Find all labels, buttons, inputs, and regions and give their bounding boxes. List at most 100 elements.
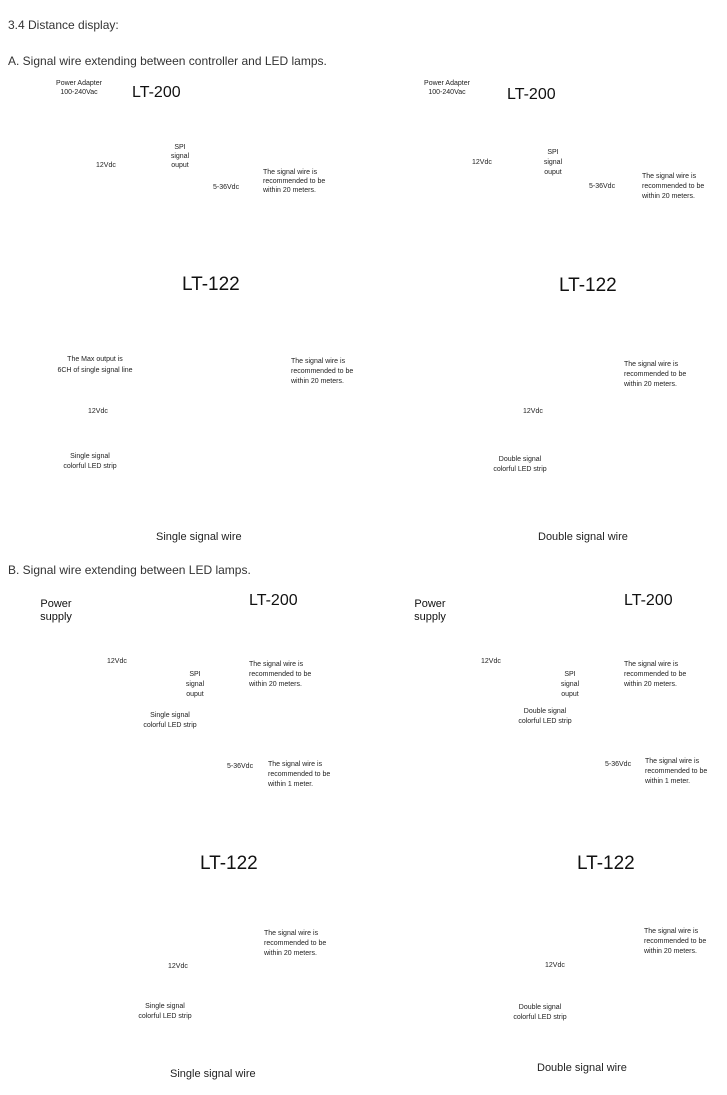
led-chip — [187, 467, 193, 474]
terminal-screw — [596, 815, 600, 819]
input-terminal — [215, 241, 241, 255]
signal-wire — [206, 621, 216, 661]
led-chip — [295, 445, 301, 452]
note-line-2: recommended to be — [642, 183, 705, 190]
continuation-dot — [161, 516, 163, 518]
led-strip — [293, 417, 303, 501]
led-chip — [209, 973, 215, 980]
terminal-screw — [621, 323, 627, 329]
note-line-3: within 20 meters. — [249, 681, 302, 688]
terminal-screw — [185, 323, 191, 329]
power-range-label: 100-240Vac — [428, 89, 466, 96]
led-chip — [295, 467, 301, 474]
led-chip — [209, 689, 215, 696]
terminal-screw — [245, 899, 251, 905]
dimension-arrow — [289, 736, 295, 741]
caption-a-left: Single signal wire — [156, 531, 242, 543]
v12-strip-label: 12Vdc — [168, 963, 188, 970]
strip-label-1: Double signal — [518, 1004, 562, 1011]
continuation-dot — [133, 506, 135, 508]
led-chip — [239, 445, 245, 452]
led-chip — [159, 423, 165, 430]
note-line-1: The signal wire is — [264, 930, 319, 937]
terminal-slot — [578, 609, 590, 621]
terminal-screw — [580, 237, 584, 241]
decoder-title: LT-122 — [182, 274, 240, 295]
terminal-screw — [588, 815, 592, 819]
led-chip — [585, 667, 591, 674]
terminal-screw — [219, 899, 225, 905]
psu-power: Power — [414, 598, 446, 610]
terminal-screw — [212, 815, 216, 819]
terminal-screw — [613, 323, 619, 329]
note-line-3: within 1 meter. — [645, 778, 691, 785]
note-line-2: recommended to be — [264, 940, 327, 947]
rj45-port — [586, 101, 612, 117]
continuation-dot — [587, 750, 589, 752]
led-chip — [295, 423, 301, 430]
terminal-screw — [572, 237, 576, 241]
mains-plug — [9, 621, 23, 633]
terminal-screw — [219, 323, 225, 329]
led-chip — [605, 445, 611, 452]
psu-terminal — [409, 639, 455, 651]
terminal-screw — [411, 642, 417, 648]
ouput-label: ouput — [186, 691, 204, 698]
decoder-title: LT-122 — [559, 275, 617, 296]
terminal-screw — [209, 323, 215, 329]
continuation-dot — [607, 516, 609, 518]
continuation-dot — [297, 516, 299, 518]
terminal-screw — [587, 323, 593, 329]
terminal-screw — [425, 642, 431, 648]
terminal-screw — [606, 237, 610, 241]
rj45-port — [237, 101, 263, 117]
terminal-screw — [563, 323, 569, 329]
note-line-1: The signal wire is — [624, 661, 679, 668]
terminal-screw — [193, 323, 199, 329]
led-chip — [209, 995, 215, 1002]
power-lead — [237, 767, 245, 811]
output-cable — [235, 325, 299, 415]
continuation-dot — [161, 506, 163, 508]
controller-title: LT-200 — [624, 592, 673, 609]
dimension-arrow — [665, 807, 671, 812]
rj45-port — [211, 101, 237, 117]
terminal-screw — [202, 237, 206, 241]
voltage-label: 5-36Vdc — [605, 761, 632, 768]
rj45-port — [612, 101, 638, 117]
dimension-arrow — [315, 326, 321, 331]
voltage-label: 5-36Vdc — [213, 184, 240, 191]
terminal-screw — [261, 899, 267, 905]
terminal-screw — [605, 323, 611, 329]
led-chip — [131, 445, 137, 452]
note-line-1: The signal wire is — [249, 661, 304, 668]
terminal-screw — [598, 237, 602, 241]
section-b-heading: B. Signal wire extending between LED lam… — [8, 563, 251, 577]
terminal-screw — [587, 899, 593, 905]
power-adapter-label: Power Adapter — [56, 80, 102, 87]
terminal-screw — [56, 642, 62, 648]
dimension-arrow — [648, 409, 654, 414]
led-strip — [157, 417, 167, 501]
dimension-arrow — [648, 334, 654, 339]
terminal-slot — [216, 609, 228, 621]
strip-label-1: Single signal — [150, 712, 190, 719]
dimension-arrow — [665, 736, 671, 741]
caption-b-right: Double signal wire — [537, 1062, 627, 1074]
terminal-block — [157, 607, 249, 623]
input-terminal — [609, 819, 635, 833]
led-chip — [267, 423, 273, 430]
continuation-dot — [161, 511, 163, 513]
note-line-1: The signal wire is — [268, 761, 323, 768]
continuation-dot — [189, 506, 191, 508]
terminal-screw — [564, 237, 568, 241]
note-line-3: within 1 meter. — [268, 781, 314, 788]
mains-cord — [15, 631, 37, 651]
output-terminal — [561, 305, 587, 319]
signal-wire — [575, 621, 590, 661]
continuation-dot — [587, 1050, 589, 1052]
output-terminal — [201, 881, 227, 895]
terminal-slot — [606, 609, 618, 621]
terminal-screw — [186, 237, 190, 241]
terminal-slot — [160, 609, 172, 621]
